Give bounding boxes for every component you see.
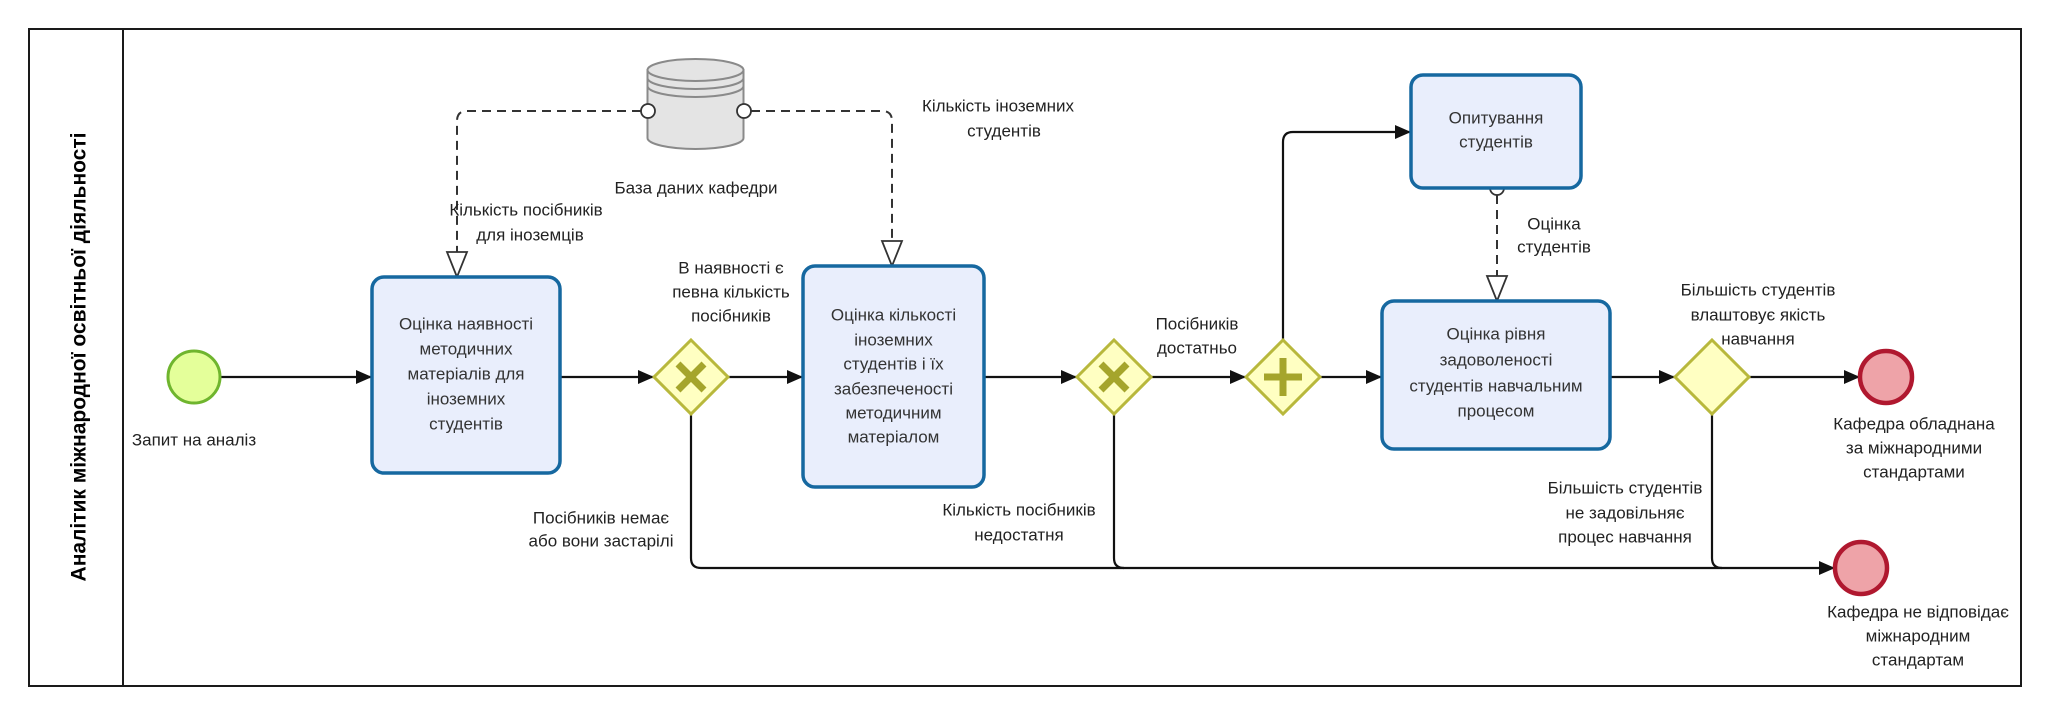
flow-gateway-2-to-end-fail [1112,414,1125,570]
task-1-label-line: матеріалів для [408,364,525,383]
end-event-ok-label: стандартами [1863,462,1965,481]
flow-label: Посібників [1156,314,1239,333]
task-4 [1380,299,1612,451]
association-datastore-to-task-2 [751,110,893,241]
flow-gateway-1-to-end-fail [689,414,1835,575]
exclusive-gateway-x-icon [1098,361,1130,393]
flow-label: не задовільняє [1565,503,1684,522]
flow-gateway-4-to-end-fail [1710,414,1723,570]
task-2-label-line: методичним [845,403,941,422]
end-event-fail-label: стандартам [1872,650,1964,669]
data-flow-label: студентів [967,121,1041,140]
end-event-fail [1832,539,1890,597]
association-source-dot [736,103,752,119]
task-2-label-line: студентів і їх [843,354,944,373]
task-3 [1409,73,1583,190]
data-flow-label: для іноземців [476,225,584,244]
flow-label: процес навчання [1558,527,1692,546]
data-flow-label: Оцінка [1527,214,1581,233]
end-event-ok-label: Кафедра обладнана [1833,414,1995,433]
task-1 [370,275,562,475]
data-flow-label: Кількість посібників [449,200,602,219]
task-2 [801,264,986,489]
start-event [166,349,222,405]
flow-label: певна кількість [672,282,790,301]
data-flow-label: Кількість іноземних [922,96,1075,115]
flow-label: посібників [691,306,771,325]
start-event-label: Запит на аналіз [132,430,256,449]
flow-label: В наявності є [678,258,784,277]
flow-label: Кількість посібників [942,500,1095,519]
association-arrowhead [445,251,469,280]
flow-label: достатньо [1157,338,1237,357]
task-4-label-line: процесом [1458,401,1535,420]
flow-label: навчання [1721,329,1794,348]
database-cylinder-icon [646,58,745,150]
task-2-label-line: іноземних [854,330,933,349]
flow-label: або вони застарілі [529,531,674,550]
flow-label: влаштовує якість [1691,305,1826,324]
flow-gateway-3-to-task-3 [1281,125,1411,340]
association-source-dot [640,103,656,119]
end-event-ok [1857,348,1915,406]
task-2-label-line: матеріалом [848,427,940,446]
flow-label: Посібників немає [533,508,670,527]
flow-label: Більшість студентів [1681,280,1836,299]
gateway-4 [1672,337,1752,417]
task-1-label-line: Оцінка наявності [399,314,533,333]
end-event-fail-label: міжнародним [1866,626,1971,645]
task-4-label-line: Оцінка рівня [1447,324,1546,343]
end-event-ok-label: за міжнародними [1846,438,1982,457]
data-store-label: База даних кафедри [614,178,777,197]
task-2-label-line: Оцінка кількості [831,305,956,324]
association-arrowhead [1485,275,1509,304]
flow-label: Більшість студентів [1548,478,1703,497]
data-flow-label: студентів [1517,237,1591,256]
flow-label: недостатня [974,525,1063,544]
exclusive-gateway-x-icon [675,361,707,393]
task-1-label-line: методичних [420,339,513,358]
end-event-fail-label: Кафедра не відповідає [1827,602,2009,621]
task-4-label-line: студентів навчальним [1409,376,1582,395]
task-4-label-line: задоволеності [1440,350,1553,369]
association-datastore-to-task-1 [456,110,641,252]
lane-title: Аналітик міжнародної освітньої діяльност… [68,133,91,582]
task-3-label-line: студентів [1459,132,1533,151]
task-1-label-line: студентів [429,414,503,433]
parallel-gateway-plus-icon [1264,358,1302,396]
task-3-label-line: Опитування [1449,108,1544,127]
pool [28,28,2022,687]
task-2-label-line: забезпеченості [834,379,953,398]
association-arrowhead [880,240,904,269]
task-1-label-line: іноземних [427,389,506,408]
